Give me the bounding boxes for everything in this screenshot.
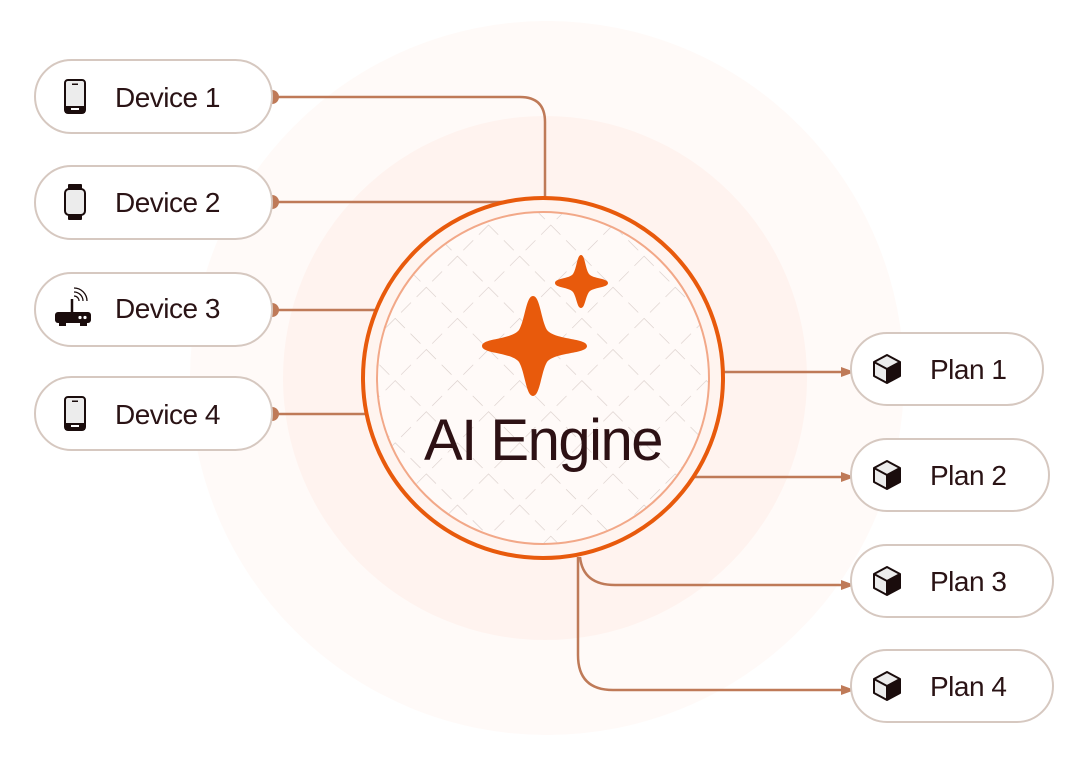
sparkles-icon (482, 255, 608, 396)
plan-label: Plan 3 (930, 566, 1006, 597)
cube-icon (873, 671, 901, 701)
smartphone-icon (64, 396, 86, 431)
plan-label: Plan 4 (930, 671, 1006, 702)
ai-engine-node[interactable]: AI Engine (361, 196, 725, 560)
device-label: Device 3 (115, 293, 220, 324)
plan-pill-2[interactable]: Plan 2 (850, 438, 1050, 512)
device-pill-3[interactable]: Device 3 (34, 272, 273, 347)
smartwatch-icon (64, 184, 86, 220)
device-label: Device 4 (115, 399, 220, 430)
cube-icon (873, 460, 901, 490)
smartphone-icon (64, 79, 86, 114)
connector-plan-4 (576, 557, 850, 690)
plan-pill-3[interactable]: Plan 3 (850, 544, 1054, 618)
device-pill-1[interactable]: Device 1 (34, 59, 273, 134)
connector-device-1 (272, 95, 547, 200)
cube-icon (873, 354, 901, 384)
router-icon (55, 287, 91, 326)
device-label: Device 1 (115, 82, 220, 113)
device-pill-2[interactable]: Device 2 (34, 165, 273, 240)
plan-label: Plan 1 (930, 354, 1006, 385)
plan-label: Plan 2 (930, 460, 1006, 491)
device-label: Device 2 (115, 187, 220, 218)
cube-icon (873, 566, 901, 596)
device-pill-4[interactable]: Device 4 (34, 376, 273, 451)
plan-pill-4[interactable]: Plan 4 (850, 649, 1054, 723)
engine-label: AI Engine (424, 408, 662, 473)
plan-pill-1[interactable]: Plan 1 (850, 332, 1044, 406)
connector-plan-3 (578, 556, 850, 585)
